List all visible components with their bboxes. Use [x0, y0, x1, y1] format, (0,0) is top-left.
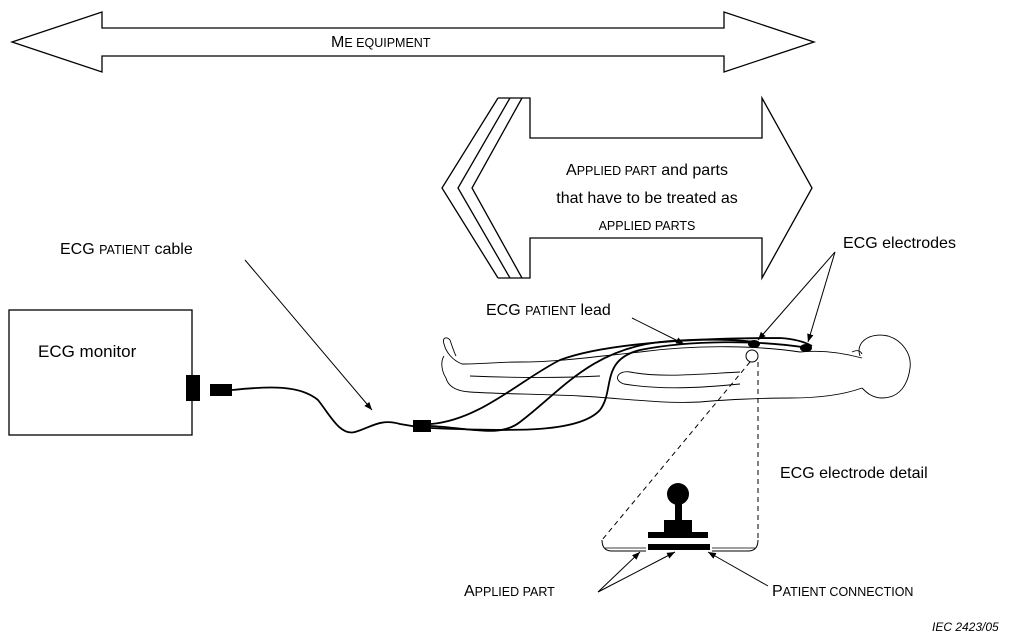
cable-junction	[413, 420, 431, 432]
detail-projection-lines	[601, 361, 759, 541]
patient-cable	[231, 386, 419, 434]
applied-part-arrow	[441, 95, 813, 281]
electrode-1	[748, 340, 760, 348]
applied-part-bottom-label: APPLIED PART	[464, 583, 555, 600]
ecg-electrodes-label: ECG electrodes	[843, 235, 956, 252]
ecg-monitor-box	[8, 309, 193, 436]
cable-plug	[210, 384, 232, 396]
electrode-detail-circle	[745, 349, 759, 363]
electrode-detail	[601, 483, 759, 552]
figure-reference: IEC 2423/05	[932, 620, 999, 634]
applied-part-label: APPLIED PART and parts that have to be t…	[522, 157, 772, 240]
electrode-2	[800, 344, 812, 352]
patient-connection-label: PATIENT CONNECTION	[772, 583, 914, 600]
applied-part-label-line1: APPLIED PART and parts	[566, 162, 728, 179]
me-equipment-arrow	[9, 11, 817, 73]
ecg-electrode-detail-label: ECG electrode detail	[780, 465, 928, 482]
leader-lines	[244, 251, 836, 593]
patient-figure	[441, 334, 911, 403]
patient-leads	[430, 337, 813, 432]
ecg-patient-cable-label: ECG PATIENT cable	[60, 241, 193, 258]
me-equipment-label: ME EQUIPMENT	[331, 34, 431, 51]
ecg-patient-lead-label: ECG PATIENT lead	[486, 302, 611, 319]
applied-part-label-line2: that have to be treated as	[556, 190, 738, 207]
monitor-connector	[186, 375, 200, 401]
ecg-monitor-label: ECG monitor	[38, 342, 137, 361]
applied-part-label-line3: APPLIED PARTS	[598, 219, 696, 233]
